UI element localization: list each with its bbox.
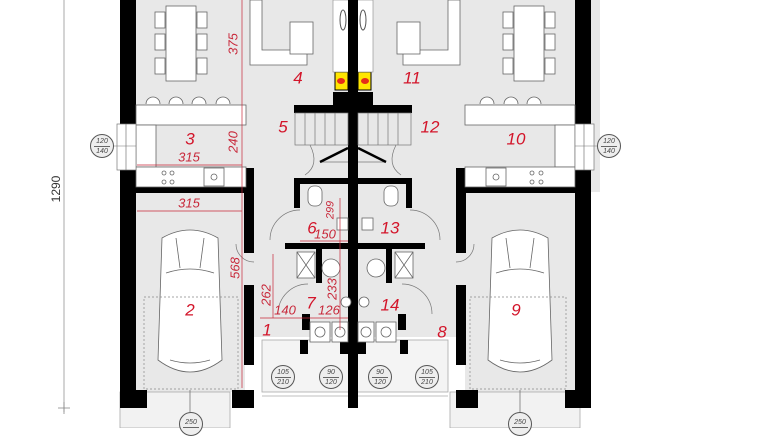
room-label-10: 10 [506, 129, 526, 149]
fireplace-right [357, 71, 372, 91]
garage-door-tag: 250 [179, 412, 203, 436]
door-swings [235, 209, 475, 315]
room-label-3: 3 [185, 129, 195, 149]
stair-arrow [319, 146, 387, 164]
overall-dimension-label: 1290 [49, 175, 63, 203]
shower-icon [296, 251, 414, 308]
walls [120, 0, 591, 408]
dimension-label: 375 [225, 33, 241, 55]
car-right [487, 229, 553, 373]
washing-machine-icon [309, 321, 397, 343]
dimension-label: 262 [258, 284, 274, 306]
kitchen-island-left [135, 96, 247, 126]
room-label-8: 8 [437, 322, 447, 342]
room-label-13: 13 [380, 218, 400, 238]
dimension-label: 299 [324, 200, 337, 220]
dimension-label: 126 [318, 302, 340, 318]
window-right [574, 123, 595, 171]
dining-table-left [154, 5, 208, 82]
garage-door-outline [469, 296, 567, 390]
staircase [294, 112, 412, 176]
dimension-label: 568 [227, 257, 243, 279]
dimension-lines [137, 0, 348, 388]
garage-door-tag: 250 [508, 412, 532, 436]
dimension-label: 315 [178, 149, 200, 165]
car-left [157, 229, 223, 373]
dimension-label: 315 [178, 195, 200, 211]
room-label-1: 1 [262, 320, 272, 340]
room-label-12: 12 [420, 117, 440, 137]
kitchen-island-right [464, 96, 576, 126]
room-label-11: 11 [403, 68, 421, 88]
room-label-14: 14 [380, 295, 400, 315]
garage-door-outline [143, 296, 239, 390]
window-left [116, 123, 137, 171]
kitchen-counter-right [464, 124, 576, 188]
plant-icon [339, 9, 367, 31]
sofa-left [249, 0, 314, 66]
room-label-9: 9 [511, 300, 521, 320]
dimension-label: 240 [225, 131, 241, 153]
dimension-label: 233 [324, 278, 340, 300]
dining-table-right [502, 5, 556, 82]
room-label-4: 4 [293, 68, 303, 88]
room-label-7: 7 [306, 293, 316, 313]
toilet-icon [307, 185, 399, 231]
fireplace-left [334, 71, 349, 91]
room-label-5: 5 [278, 117, 288, 137]
dimension-label: 140 [274, 302, 296, 318]
room-label-2: 2 [185, 300, 195, 320]
sofa-right [396, 0, 461, 66]
overall-dimension-line [58, 0, 70, 414]
room-label-6: 6 [307, 218, 317, 238]
dimension-label: 150 [314, 226, 336, 242]
kitchen-counter-left [135, 124, 247, 188]
